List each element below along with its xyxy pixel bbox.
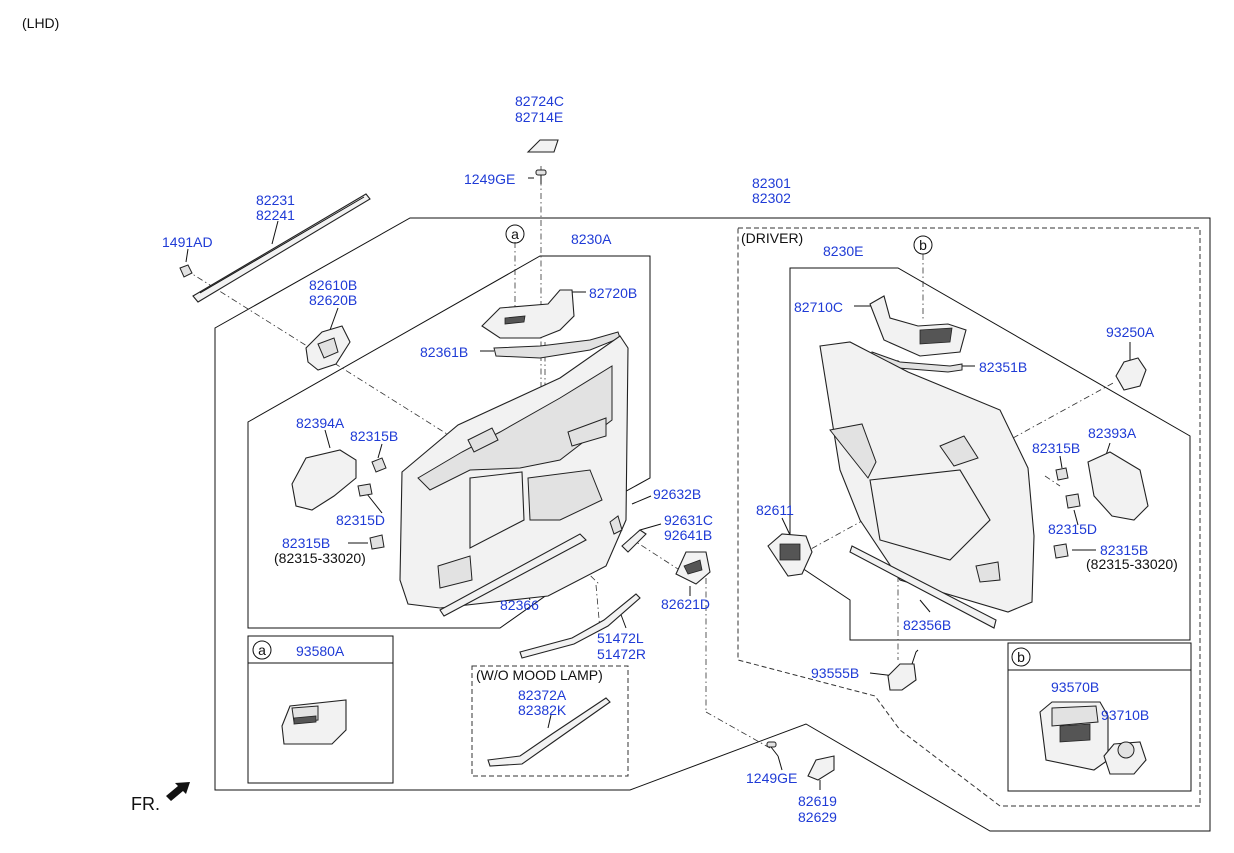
part-82710C-trim bbox=[869, 295, 967, 357]
wo-mood-lamp-box bbox=[471, 665, 629, 777]
label-82629[interactable]: 82629 bbox=[798, 809, 837, 825]
label-ref-right: (82315-33020) bbox=[1086, 556, 1178, 572]
label-82315B-left-2[interactable]: 82315B bbox=[282, 535, 330, 551]
label-82302[interactable]: 82302 bbox=[752, 190, 791, 206]
part-92632B-lamp bbox=[609, 515, 623, 535]
label-ref-left: (82315-33020) bbox=[274, 550, 366, 566]
label-82356B[interactable]: 82356B bbox=[903, 617, 951, 633]
part-82366-strip bbox=[439, 533, 587, 617]
detail-box-a bbox=[247, 635, 394, 784]
label-driver: (DRIVER) bbox=[741, 230, 803, 246]
callout-a-label: a bbox=[511, 226, 519, 242]
label-82393A[interactable]: 82393A bbox=[1088, 425, 1137, 441]
screw-1249GE-top bbox=[535, 169, 547, 184]
label-82315D-right[interactable]: 82315D bbox=[1048, 521, 1097, 537]
label-wo-mood-lamp: (W/O MOOD LAMP) bbox=[476, 667, 603, 683]
label-82710C[interactable]: 82710C bbox=[794, 299, 843, 315]
box-b-marker: b bbox=[1017, 649, 1025, 665]
callout-a-circle bbox=[505, 224, 525, 244]
label-82301[interactable]: 82301 bbox=[752, 175, 791, 191]
front-label: FR. bbox=[131, 794, 160, 814]
label-93580A[interactable]: 93580A bbox=[296, 643, 345, 659]
label-93710B[interactable]: 93710B bbox=[1101, 707, 1149, 723]
clips-82315-right bbox=[1053, 467, 1081, 559]
part-82393A-armrest bbox=[1087, 451, 1149, 521]
label-82382K[interactable]: 82382K bbox=[518, 702, 567, 718]
label-1491AD[interactable]: 1491AD bbox=[162, 234, 213, 250]
label-82241[interactable]: 82241 bbox=[256, 207, 295, 223]
label-82231[interactable]: 82231 bbox=[256, 192, 295, 208]
part-1491AD-clip bbox=[179, 264, 193, 278]
box-a-marker: a bbox=[258, 642, 266, 658]
front-direction-arrow-icon bbox=[166, 782, 190, 801]
label-82724C[interactable]: 82724C bbox=[515, 93, 564, 109]
part-82356B-strip bbox=[849, 545, 997, 629]
label-51472L[interactable]: 51472L bbox=[597, 630, 644, 646]
label-82315B-right-2[interactable]: 82315B bbox=[1100, 542, 1148, 558]
label-92641B[interactable]: 92641B bbox=[664, 527, 712, 543]
part-51472L-strip bbox=[519, 593, 641, 659]
label-51472R[interactable]: 51472R bbox=[597, 646, 646, 662]
label-8230A[interactable]: 8230A bbox=[571, 231, 612, 247]
label-92631C[interactable]: 92631C bbox=[664, 512, 713, 528]
part-82372A-strip bbox=[487, 697, 611, 767]
clips-82315-left bbox=[357, 457, 387, 550]
detail-box-b bbox=[1007, 642, 1192, 792]
lhd-label: (LHD) bbox=[22, 15, 59, 31]
label-82611[interactable]: 82611 bbox=[756, 502, 794, 518]
label-82720B[interactable]: 82720B bbox=[589, 285, 637, 301]
callout-b-label: b bbox=[919, 237, 927, 253]
label-1249GE-top[interactable]: 1249GE bbox=[464, 171, 515, 187]
label-82372A[interactable]: 82372A bbox=[518, 687, 567, 703]
label-82394A[interactable]: 82394A bbox=[296, 415, 345, 431]
part-82231-weatherstrip bbox=[192, 193, 371, 303]
callout-b-circle bbox=[913, 235, 933, 255]
label-82361B[interactable]: 82361B bbox=[420, 344, 468, 360]
part-93250A-switch bbox=[1115, 357, 1147, 391]
label-1249GE-bottom[interactable]: 1249GE bbox=[746, 770, 797, 786]
label-93570B[interactable]: 93570B bbox=[1051, 679, 1099, 695]
label-82621D[interactable]: 82621D bbox=[661, 596, 710, 612]
part-82394A-armrest bbox=[291, 449, 357, 511]
label-82714E[interactable]: 82714E bbox=[515, 109, 563, 125]
label-82366[interactable]: 82366 bbox=[500, 597, 539, 613]
part-82724C-shape bbox=[526, 139, 559, 153]
part-93580A-switch bbox=[281, 699, 347, 745]
label-82315B-right-1[interactable]: 82315B bbox=[1032, 440, 1080, 456]
label-93555B[interactable]: 93555B bbox=[811, 665, 859, 681]
label-82610B[interactable]: 82610B bbox=[309, 277, 357, 293]
label-82619[interactable]: 82619 bbox=[798, 793, 837, 809]
label-82620B[interactable]: 82620B bbox=[309, 292, 357, 308]
label-82315D-left[interactable]: 82315D bbox=[336, 512, 385, 528]
label-82351B[interactable]: 82351B bbox=[979, 359, 1027, 375]
part-82619-cover bbox=[807, 755, 835, 781]
part-93710B-knob bbox=[1103, 741, 1147, 775]
box-a-marker-circle bbox=[252, 640, 272, 660]
part-93555B-harness bbox=[887, 663, 917, 691]
screw-1249GE-bottom bbox=[766, 741, 779, 757]
label-82315B-left-1[interactable]: 82315B bbox=[350, 428, 398, 444]
label-92632B[interactable]: 92632B bbox=[653, 486, 701, 502]
part-92631C-lamp bbox=[621, 529, 647, 553]
box-b-marker-circle bbox=[1011, 647, 1031, 667]
label-8230E[interactable]: 8230E bbox=[823, 243, 863, 259]
part-93570B-switch bbox=[1039, 701, 1109, 771]
main-assembly-outline bbox=[214, 217, 1211, 832]
part-82720B-trim bbox=[481, 289, 575, 339]
label-93250A[interactable]: 93250A bbox=[1106, 324, 1155, 340]
